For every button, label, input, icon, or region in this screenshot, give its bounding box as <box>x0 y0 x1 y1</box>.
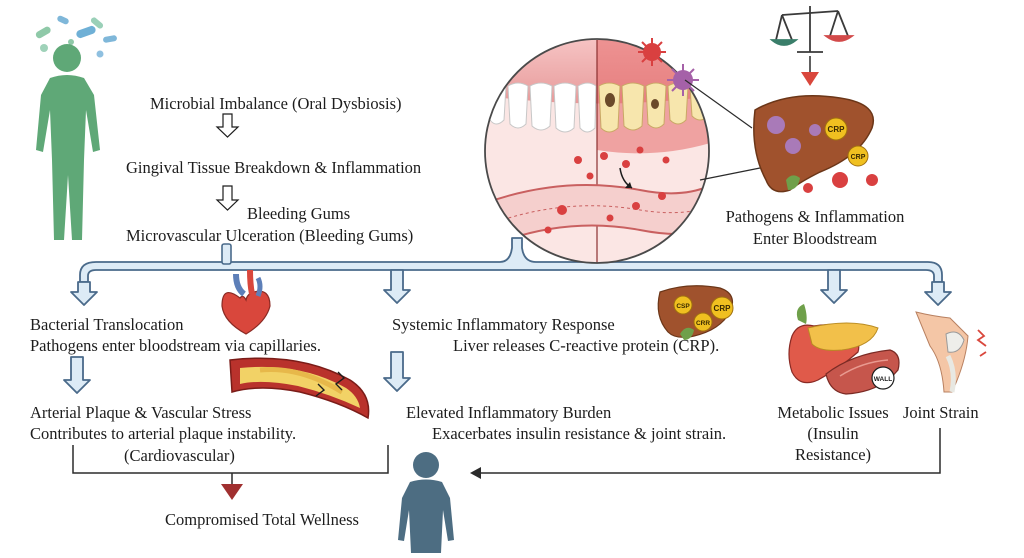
bacterial-translocation-title: Bacterial Translocation <box>30 315 184 334</box>
inflammatory-burden-desc: Exacerbates insulin resistance & joint s… <box>432 424 727 443</box>
teeth-gum-cross-section-icon <box>484 38 710 264</box>
artery-icon <box>229 357 370 420</box>
human-figure-outcome-icon <box>398 452 454 553</box>
systemic-response-desc: Liver releases C-reactive protein (CRP). <box>453 336 720 355</box>
arterial-plaque-title: Arterial Plaque & Vascular Stress <box>30 403 252 422</box>
wall-badge: WALL <box>871 366 895 390</box>
crr-badge: CRR <box>693 312 713 332</box>
joint-strain-label: Joint Strain <box>903 403 979 422</box>
branch-stems <box>221 243 232 265</box>
branch-arrow-bacterial <box>70 281 98 306</box>
inflammatory-burden-title: Elevated Inflammatory Burden <box>406 403 612 422</box>
scale-to-liver-arrow <box>801 56 819 86</box>
bacteria-icon <box>35 15 117 58</box>
arrow-bacterial-to-arterial <box>63 356 91 394</box>
arterial-plaque-note: (Cardiovascular) <box>124 446 235 465</box>
human-figure-icon <box>36 44 100 240</box>
branch-arrow-metabolic <box>820 269 848 304</box>
step-oral-dysbiosis: Microbial Imbalance (Oral Dysbiosis) <box>150 94 402 113</box>
crp-badge-text: CRP <box>714 304 732 313</box>
crp-badge: CRP <box>824 117 848 141</box>
distribution-band <box>79 237 943 283</box>
crp-badge: CRP <box>847 145 869 167</box>
crp-badge-text: CRP <box>851 154 866 161</box>
branch-arrow-joint <box>924 281 952 306</box>
crp-badge: CRP <box>710 296 734 320</box>
branch-arrow-systemic <box>383 269 411 304</box>
step-arrow-1 <box>215 113 240 138</box>
heart-icon <box>221 269 271 335</box>
bacterial-translocation-desc: Pathogens enter bloodstream via capillar… <box>30 336 321 355</box>
outcome-marker <box>221 484 243 500</box>
bloodstream-label-line2: Enter Bloodstream <box>752 229 878 248</box>
bloodstream-label-line1: Pathogens & Inflammation <box>725 207 905 226</box>
pancreas-icon <box>788 304 879 384</box>
outcome-label: Compromised Total Wellness <box>165 510 359 529</box>
systemic-response-title: Systemic Inflammatory Response <box>392 315 615 334</box>
knee-joint-icon <box>915 311 987 393</box>
step-bleeding-gums: Bleeding Gums <box>247 204 351 223</box>
arterial-plaque-desc: Contributes to arterial plaque instabili… <box>30 424 297 443</box>
step-arrow-2 <box>215 185 240 211</box>
crr-badge-text: CRR <box>696 320 710 327</box>
csp-badge-text: CSP <box>676 303 690 310</box>
balance-scale-icon <box>769 6 855 53</box>
convergence-lines <box>72 428 941 484</box>
csp-badge: CSP <box>673 295 693 315</box>
wall-badge-text: WALL <box>874 376 892 383</box>
step-gingival-breakdown: Gingival Tissue Breakdown & Inflammation <box>126 158 422 177</box>
arrow-systemic-to-burden <box>383 351 411 392</box>
left-pointing-arrowhead <box>470 467 481 479</box>
crp-badge-text: CRP <box>828 125 846 134</box>
step-microvascular-ulceration: Microvascular Ulceration (Bleeding Gums) <box>126 226 414 245</box>
liver-icon <box>753 94 878 193</box>
metabolic-issues-label-2: (Insulin <box>807 424 859 443</box>
virus-icon <box>638 38 699 96</box>
metabolic-issues-label: Metabolic Issues <box>777 403 889 422</box>
metabolic-issues-label-3: Resistance) <box>794 445 872 464</box>
